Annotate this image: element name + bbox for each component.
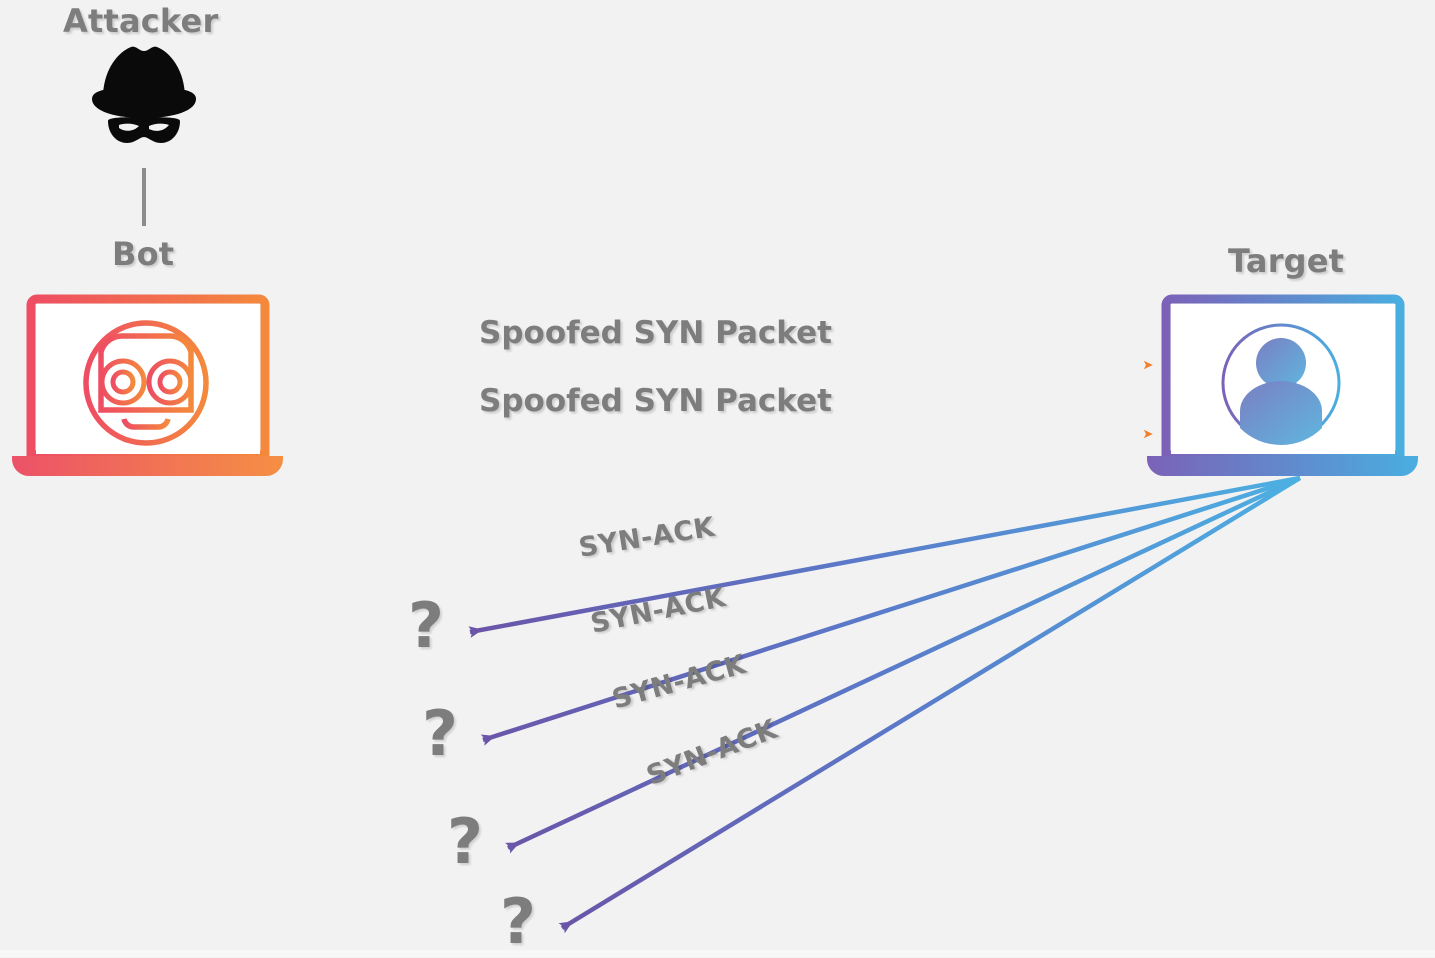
bot-laptop-icon (12, 294, 283, 476)
target-laptop-icon (1147, 294, 1418, 476)
avatar-head (1256, 338, 1306, 388)
spy-hat-icon (92, 46, 196, 143)
unanswered-marker-3: ? (447, 805, 483, 878)
attacker-label: Attacker (63, 2, 219, 40)
syn-ack-arrow-4 (558, 476, 1302, 934)
bottom-edge-strip (0, 950, 1435, 957)
syn-ack-arrow-3 (505, 475, 1301, 854)
bot-label: Bot (112, 235, 175, 273)
unanswered-marker-2: ? (422, 697, 458, 770)
unanswered-marker-1: ? (408, 589, 444, 662)
avatar-body (1240, 381, 1322, 445)
spoofed-syn-packet-label-1: Spoofed SYN Packet (479, 315, 832, 351)
spoofed-syn-arrows (266, 360, 1153, 439)
syn-ack-arrow-1 (468, 475, 1301, 638)
spoofed-syn-packet-label-2: Spoofed SYN Packet (479, 383, 832, 419)
unanswered-marker-4: ? (500, 885, 536, 958)
target-label: Target (1228, 242, 1345, 280)
syn-ack-arrows (468, 475, 1302, 934)
syn-ack-arrow-2 (480, 475, 1301, 746)
